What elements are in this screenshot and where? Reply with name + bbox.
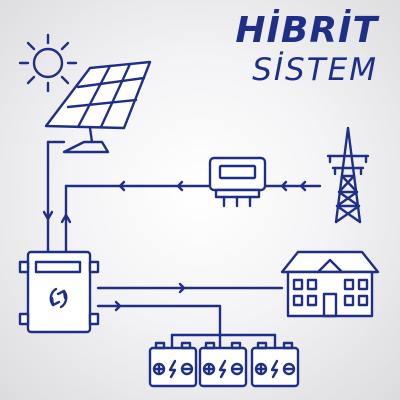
sun-icon xyxy=(18,33,78,93)
battery-icon xyxy=(250,341,300,388)
flow-lines xyxy=(46,140,322,350)
battery-icon xyxy=(198,341,248,388)
battery-icon xyxy=(148,341,198,388)
title-line-1: HİBRİT xyxy=(235,10,378,51)
flow-arrows xyxy=(42,180,307,312)
inverter-icon xyxy=(18,250,100,334)
electric-meter-icon xyxy=(208,156,267,208)
house-icon xyxy=(280,250,380,318)
power-tower-icon xyxy=(326,126,370,224)
solar-panel-icon xyxy=(44,60,152,154)
title-line-2: SİSTEM xyxy=(252,52,378,88)
